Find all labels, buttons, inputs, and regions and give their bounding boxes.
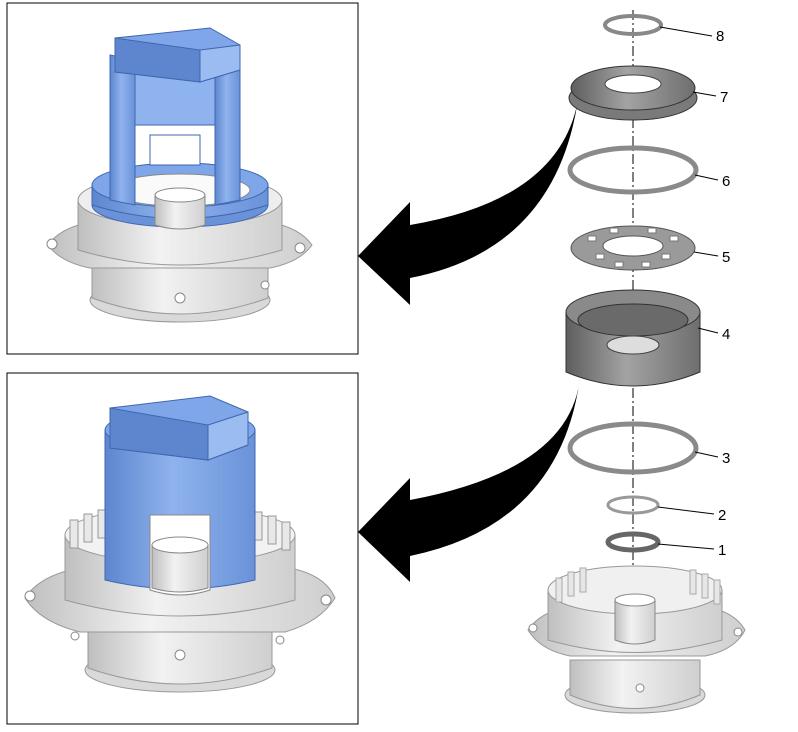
- part-7-cover: [568, 65, 698, 121]
- curved-arrow-left-icon: [358, 378, 580, 582]
- callout-6: 6: [722, 173, 730, 190]
- leader-lines: [657, 26, 719, 550]
- part-3-ring: [567, 421, 699, 475]
- blue-tool-top: [91, 27, 269, 230]
- base-housing: [527, 565, 746, 714]
- callout-3: 3: [722, 450, 730, 467]
- panel-top-installed-view: [6, 2, 359, 355]
- blue-tool-bottom: [104, 395, 256, 596]
- panel-bottom-installed-view: [6, 372, 359, 725]
- callout-2: 2: [718, 507, 726, 524]
- part-8-snap-ring: [603, 14, 663, 36]
- part-1-seal-ring: [605, 531, 661, 553]
- part-2-small-ring: [606, 495, 660, 515]
- callout-7: 7: [720, 89, 728, 106]
- callout-5: 5: [722, 249, 730, 266]
- curved-arrow-left-icon: [358, 100, 578, 305]
- part-5-spring-plate: [570, 225, 696, 271]
- part-6-ring: [567, 145, 699, 195]
- callout-1: 1: [718, 542, 726, 559]
- callout-4: 4: [722, 326, 730, 343]
- part-4-piston: [565, 289, 701, 387]
- callout-8: 8: [716, 28, 724, 45]
